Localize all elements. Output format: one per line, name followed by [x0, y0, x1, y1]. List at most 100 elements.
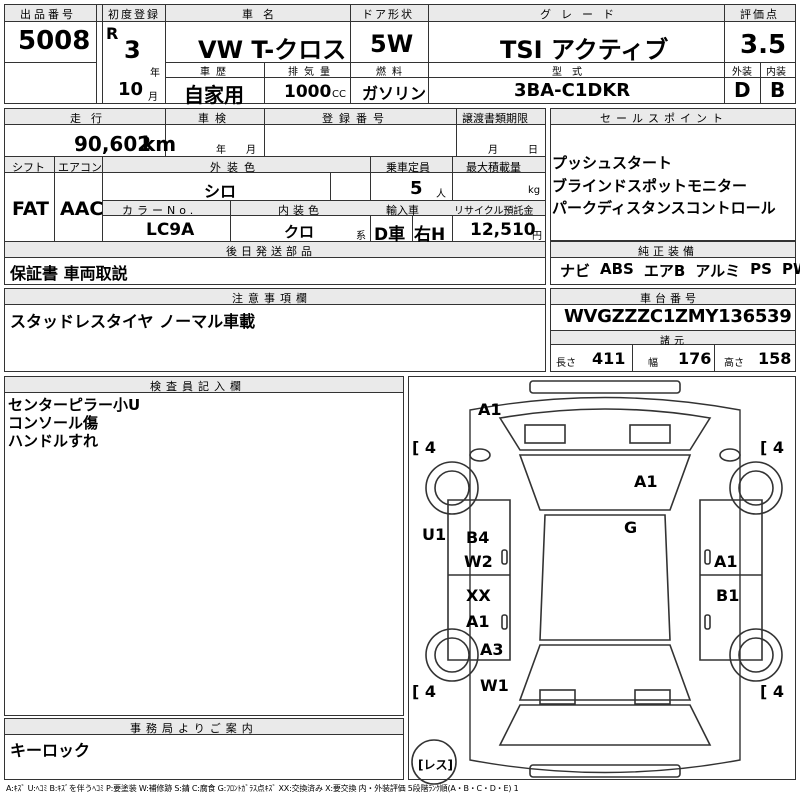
door: 5W [370, 30, 414, 58]
spare-tire-note: [レス] [418, 758, 453, 772]
damage-mark: A1 [714, 552, 738, 571]
mileage-unit: km [142, 132, 177, 156]
damage-mark: W1 [480, 676, 509, 695]
score: 3.5 [740, 30, 787, 60]
interior-color-label: 内装色 [278, 204, 323, 217]
vin-label: 車台番号 [640, 292, 700, 305]
equipment-item: PS [750, 260, 772, 278]
header-section [4, 4, 796, 104]
tread-depth-rr: [ 4 [760, 682, 785, 701]
damage-mark: XX [466, 586, 491, 605]
car-name-label: 車名 [242, 8, 284, 21]
recycle-unit: 円 [532, 231, 542, 242]
model: 3BA-C1DKR [514, 80, 631, 101]
exterior-grade: D [734, 78, 751, 102]
grade-label: グレード [540, 8, 624, 21]
transfer-month-unit: 月 [488, 145, 498, 156]
transfer-day-unit: 日 [528, 145, 538, 156]
notes-section [4, 288, 546, 372]
displacement-label: 排気量 [288, 67, 336, 78]
spare-value: レス [423, 758, 448, 772]
fuel: ガソリン [362, 84, 427, 103]
inspector-label: 検査員記入欄 [150, 380, 246, 393]
inspector-line: ハンドルすれ [8, 432, 99, 450]
recycle: 12,510 [470, 220, 536, 240]
length-label: 長さ [556, 358, 576, 369]
displacement-unit: CC [332, 89, 346, 100]
lot-no: 5008 [18, 26, 91, 56]
tread-value: 4 [424, 682, 437, 701]
notes-text: スタッドレスタイヤ ノーマル車載 [10, 312, 256, 331]
interior-color-unit: 系 [356, 231, 366, 242]
damage-mark: G [624, 518, 638, 537]
office-label: 事務局よりご案内 [130, 722, 258, 735]
interior-grade: B [770, 78, 786, 102]
ac-label: エアコン [58, 161, 102, 174]
car-name: VW T-クロス [198, 36, 347, 64]
inspection-month-unit: 月 [246, 145, 256, 156]
tread-depth-fl: [ 4 [412, 438, 437, 457]
office-section [4, 718, 404, 780]
fuel-label: 燃料 [376, 67, 408, 78]
capacity-unit: 人 [436, 189, 446, 200]
equipment-item: PW [781, 260, 800, 278]
inspector-line: コンソール傷 [8, 414, 99, 432]
first-reg-year: 3 [124, 36, 141, 64]
inspection-label: 車検 [198, 112, 232, 125]
header-label-row [5, 5, 795, 22]
deferred-parts: 保証書 車両取説 [10, 264, 128, 283]
reg-no-label: 登録番号 [322, 112, 390, 125]
width: 176 [678, 349, 712, 368]
interior-grade-label: 内装 [766, 67, 786, 78]
era: R [106, 24, 119, 43]
damage-mark: B4 [466, 528, 490, 547]
shift: FAT [12, 198, 49, 220]
displacement: 1000 [284, 82, 332, 102]
damage-mark: A3 [480, 640, 504, 659]
sales-point-item: パークディスタンスコントロール [552, 199, 776, 217]
inspector-section [4, 376, 404, 716]
first-reg-month: 10 [118, 79, 144, 100]
inspection-year-unit: 年 [216, 145, 226, 156]
width-label: 幅 [648, 358, 658, 369]
import-label: 輸入車 [386, 204, 419, 217]
color-no-label: カラーNo. [122, 204, 198, 217]
capacity-label: 乗車定員 [386, 161, 430, 174]
transfer-label: 譲渡書類期限 [462, 112, 528, 125]
sales-points-section [550, 108, 796, 241]
tread-depth-rl: [ 4 [412, 682, 437, 701]
history: 自家用 [184, 83, 244, 107]
tread-value: 4 [772, 682, 785, 701]
car-diagram-section [408, 376, 796, 780]
spec-section [4, 108, 546, 285]
handle-position: 右H [414, 225, 446, 245]
max-load-unit: kg [528, 185, 541, 196]
inspector-line: センターピラー小U [8, 396, 141, 414]
door-label: ドア形状 [362, 8, 414, 21]
length: 411 [592, 349, 626, 368]
damage-mark: W2 [464, 552, 493, 571]
damage-mark: A1 [478, 400, 502, 419]
vin: WVGZZZC1ZMY136539 [564, 306, 792, 327]
damage-mark: A1 [634, 472, 658, 491]
ac: AAC [60, 198, 104, 220]
model-label: 型式 [552, 67, 592, 78]
equipment-item: ABS [600, 260, 634, 278]
score-label: 評価点 [740, 8, 779, 21]
color: シロ [204, 182, 237, 201]
deferred-label: 後日発送部品 [226, 245, 316, 258]
equipment-list: ナビ ABS エアB アルミ PS PW [560, 260, 800, 281]
damage-mark: U1 [422, 525, 447, 544]
year-unit: 年 [150, 68, 160, 79]
color-label: 外装色 [210, 161, 261, 174]
vin-section [550, 288, 796, 372]
equipment-label: 純正装備 [638, 245, 698, 258]
month-unit: 月 [148, 92, 158, 103]
tread-value: 4 [424, 438, 437, 457]
equipment-item: アルミ [695, 262, 741, 280]
lot-no-label: 出品番号 [20, 8, 76, 21]
history-label: 車歴 [200, 67, 232, 78]
first-reg-label: 初度登録 [108, 8, 160, 21]
damage-mark: B1 [716, 586, 740, 605]
sales-points-label: セールスポイント [600, 112, 728, 125]
